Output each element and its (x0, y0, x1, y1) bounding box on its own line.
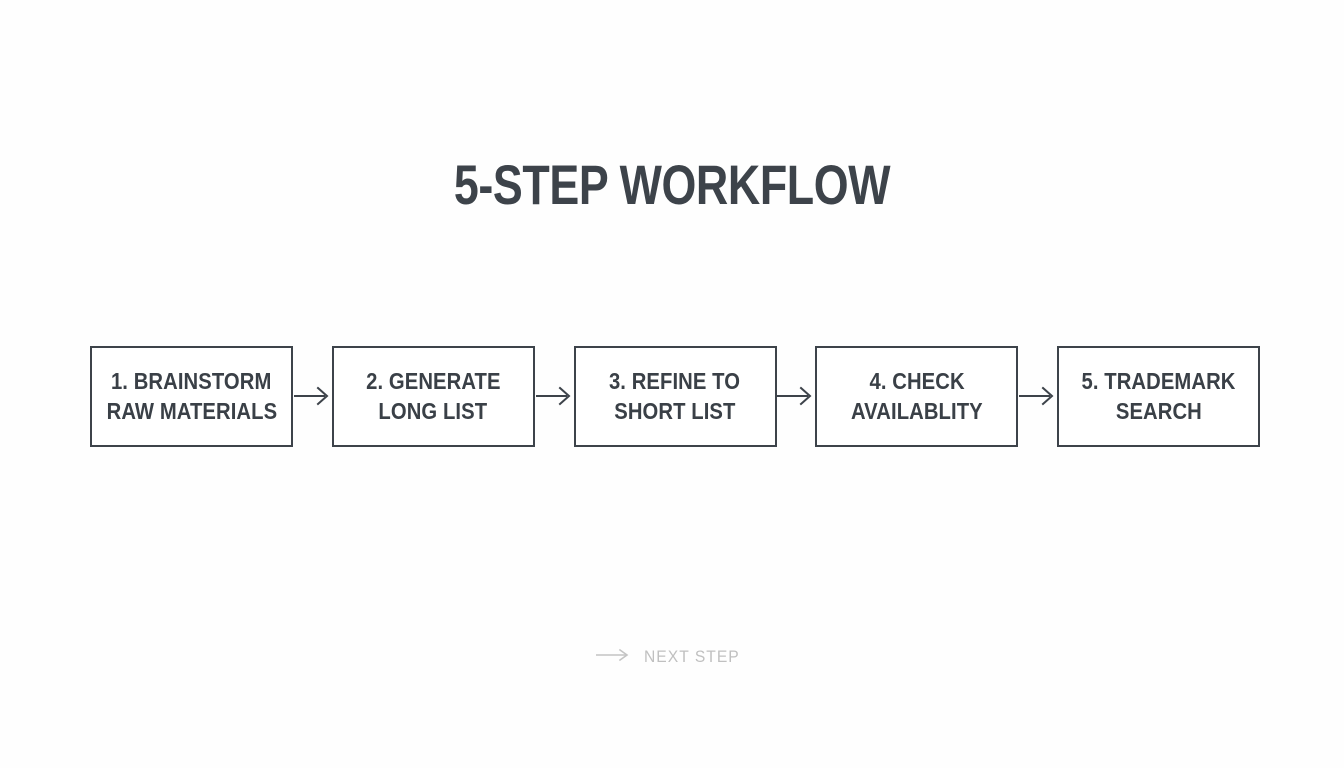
workflow-step-4[interactable]: 4. CHECK AVAILABLITY (815, 345, 1019, 447)
arrow-right-icon (1019, 384, 1056, 408)
connector-2-to-3 (535, 384, 573, 408)
workflow-step-1[interactable]: 1. BRAINSTORM RAW MATERIALS (90, 345, 293, 447)
workflow-step-2[interactable]: 2. GENERATE LONG LIST (331, 345, 535, 447)
arrow-right-icon (535, 384, 573, 408)
arrow-right-icon (777, 384, 814, 408)
step-2-line-1: 2. GENERATE (366, 368, 501, 394)
step-2-line-2: LONG LIST (378, 398, 488, 424)
connector-1-to-2 (293, 384, 331, 408)
page-title: 5-STEP WORKFLOW (453, 153, 891, 216)
next-step-label: NEXT STEP (643, 647, 740, 666)
step-5-line-2: SEARCH (1115, 398, 1202, 424)
step-5-line-1: 5. TRADEMARK (1081, 368, 1236, 394)
step-4-line-1: 4. CHECK (869, 368, 965, 394)
step-1-line-1: 1. BRAINSTORM (111, 368, 272, 394)
long-arrow-right-icon (595, 648, 630, 667)
workflow-step-3[interactable]: 3. REFINE TO SHORT LIST (573, 345, 777, 447)
next-step-footer[interactable]: NEXT STEP (0, 647, 1344, 667)
arrow-right-icon (293, 384, 331, 408)
step-4-line-2: AVAILABLITY (850, 398, 983, 424)
step-3-line-2: SHORT LIST (614, 398, 736, 424)
workflow-step-5[interactable]: 5. TRADEMARK SEARCH (1057, 345, 1260, 447)
step-1-line-2: RAW MATERIALS (106, 398, 277, 424)
step-3-line-1: 3. REFINE TO (609, 368, 741, 394)
connector-3-to-4 (777, 384, 814, 408)
workflow-steps-row: 1. BRAINSTORM RAW MATERIALS 2. GENERATE … (90, 345, 1260, 447)
connector-4-to-5 (1019, 384, 1056, 408)
